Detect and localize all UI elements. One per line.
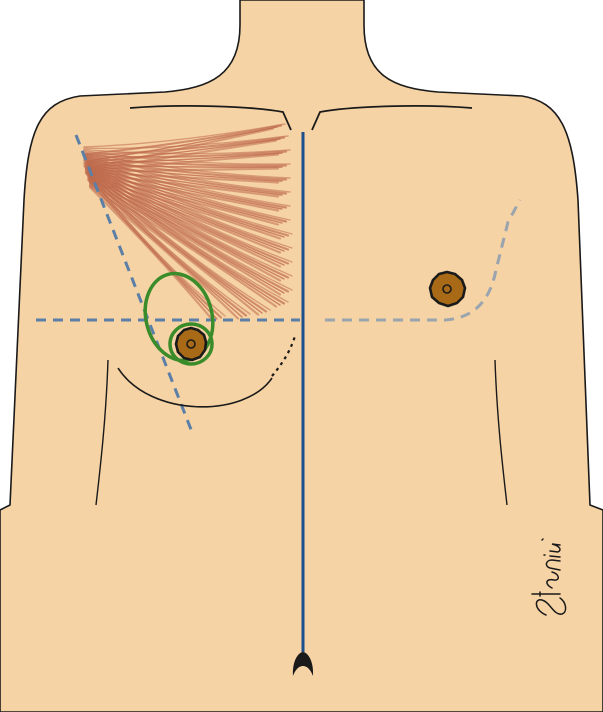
right-nipple bbox=[176, 328, 206, 360]
left-nipple bbox=[430, 272, 465, 306]
